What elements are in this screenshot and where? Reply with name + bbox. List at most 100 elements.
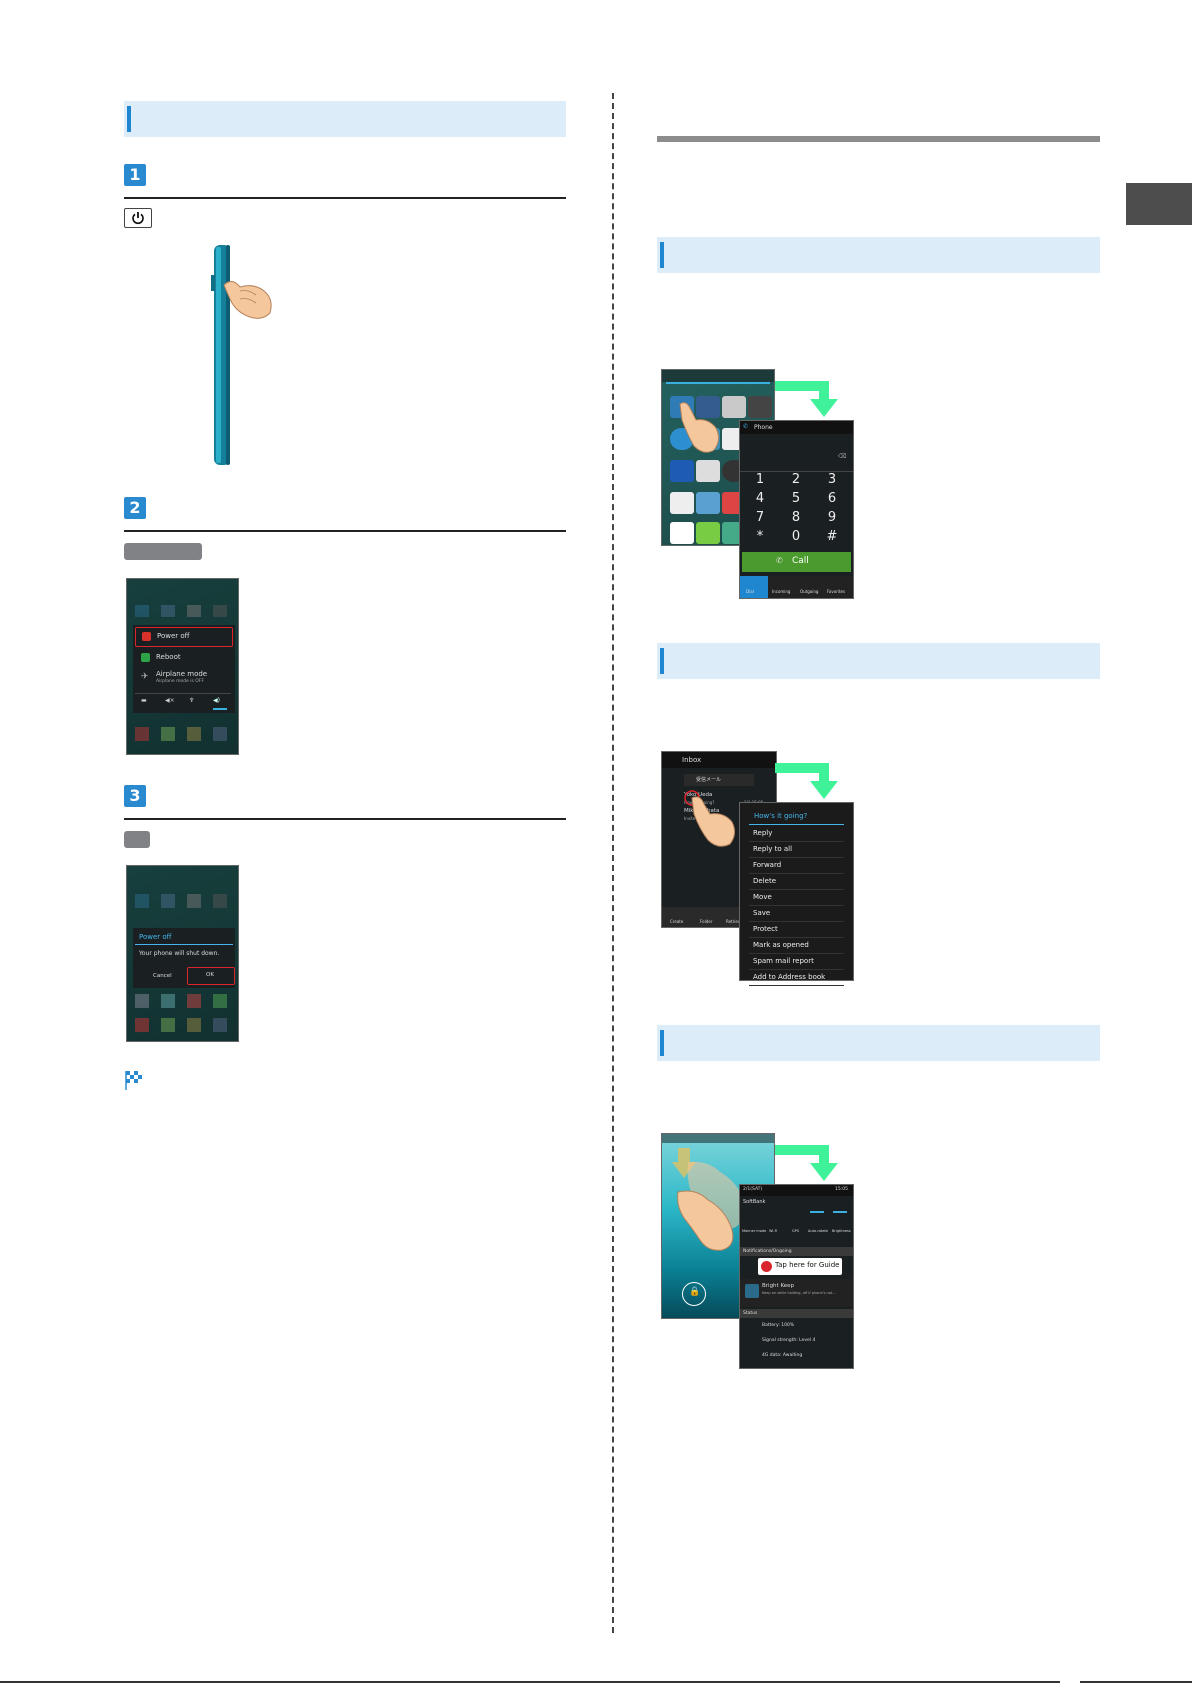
panel-carrier: SoftBank: [743, 1199, 766, 1205]
manner-icon: ♆: [189, 697, 195, 704]
reboot-item: Reboot: [135, 649, 231, 665]
step-2-badge: 2: [124, 497, 146, 519]
section-accent: [127, 106, 131, 132]
key-0: 0: [791, 529, 801, 544]
menu-reply-all: Reply to all: [749, 842, 844, 858]
dialog-ok-label: OK: [206, 972, 214, 978]
toggle-autorotate: Auto-rotate: [808, 1229, 829, 1233]
tab-dial: Dial: [746, 589, 754, 594]
status-signal: Signal strength: Level 4: [762, 1338, 816, 1343]
section-accent: [660, 1030, 664, 1056]
menu-forward: Forward: [749, 858, 844, 874]
key-4: 4: [755, 491, 765, 506]
menu-reply: Reply: [749, 826, 844, 842]
airplane-icon: ✈: [141, 672, 149, 682]
guide-icon: [761, 1261, 772, 1272]
dialog-title: Power off: [139, 933, 172, 941]
vibrate-icon: ▬: [141, 697, 147, 704]
step-1-rule: [124, 197, 566, 199]
inbox-folder: 受信メール: [696, 777, 722, 783]
airplane-label: Airplane mode: [156, 670, 208, 678]
transition-arrow: [775, 381, 829, 391]
inbox-title: Inbox: [682, 756, 702, 764]
power-off-label: Power off: [157, 632, 190, 640]
step-1-badge: 1: [124, 164, 146, 186]
key-5: 5: [791, 491, 801, 506]
key-star: *: [756, 529, 764, 544]
key-7: 7: [755, 510, 765, 525]
power-off-dialog: Power off Your phone will shut down. Can…: [133, 928, 235, 988]
menu-title: How's it going?: [754, 812, 808, 820]
panel-time: 15:05: [835, 1187, 848, 1192]
tap-finger-icon: [679, 402, 720, 453]
phone-title-icon: ✆: [743, 423, 749, 430]
status-header: Status: [743, 1311, 758, 1316]
arrow-head-icon: [810, 399, 838, 417]
step-3-rule: [124, 818, 566, 820]
key-hash: #: [826, 529, 838, 544]
left-section-bar: [124, 101, 566, 137]
right-section-bar-1: [657, 237, 1100, 273]
section-accent: [660, 648, 664, 674]
page-bottom-rule: [0, 1681, 1060, 1683]
tab-favorites: Favorites: [827, 589, 846, 594]
key-2: 2: [791, 472, 801, 487]
reboot-icon: [141, 653, 150, 662]
right-heading-rule: [657, 136, 1100, 142]
sound-on-icon: ◀): [213, 697, 220, 704]
menu-save: Save: [749, 906, 844, 922]
menu-delete: Delete: [749, 874, 844, 890]
inbox-folder-btn: Folder: [700, 919, 713, 924]
call-button: ✆ Call: [742, 552, 851, 572]
tap-finger-icon: [684, 790, 736, 847]
ok-key-text: OK: [132, 836, 142, 843]
chapter-tab: [1126, 183, 1192, 225]
key-9: 9: [827, 510, 837, 525]
transition-arrow: [775, 763, 829, 773]
key-8: 8: [791, 510, 801, 525]
toggle-gps: GPS: [792, 1229, 800, 1233]
power-off-key-label: [124, 543, 202, 560]
section-accent: [660, 242, 664, 268]
call-label: Call: [792, 556, 809, 566]
key-6: 6: [827, 491, 837, 506]
backspace-icon: ⌫: [838, 453, 847, 460]
step-3-badge: 3: [124, 785, 146, 807]
menu-move: Move: [749, 890, 844, 906]
call-icon: ✆: [776, 556, 783, 565]
guide-text: Tap here for Guide: [775, 1261, 840, 1269]
key-1: 1: [755, 472, 765, 487]
tab-incoming: Incoming: [772, 589, 791, 594]
toggle-manner: Manner mode: [742, 1229, 767, 1233]
column-divider: [612, 93, 614, 1633]
menu-spam-report: Spam mail report: [749, 954, 844, 970]
mute-icon: ◀×: [165, 697, 175, 704]
phone-app-screen: ✆ Phone ⌫ 1 2 3 4 5 6 7 8 9 * 0 # ✆ Call…: [739, 420, 854, 599]
dialog-message: Your phone will shut down.: [139, 950, 220, 957]
arrow-head-icon: [810, 1163, 838, 1181]
key-3: 3: [827, 472, 837, 487]
sound-row: ▬ ◀× ♆ ◀): [135, 693, 231, 710]
toggle-brightness: Brightness: [832, 1229, 851, 1233]
status-battery: Battery: 100%: [762, 1323, 795, 1328]
transition-arrow: [775, 1145, 829, 1155]
power-off-icon: [142, 632, 151, 641]
bright-keep-icon: [745, 1284, 759, 1298]
guide-banner: Tap here for Guide: [758, 1258, 842, 1275]
menu-add-address: Add to Address book: [749, 970, 844, 986]
bright-keep-desc: Keep on while holding, off if phone's no…: [762, 1291, 836, 1295]
phone-side-illustration: [210, 243, 280, 468]
dialog-ok: OK: [187, 967, 235, 985]
notification-panel: 2/1(SAT) 15:05 SoftBank Manner mode Wi-F…: [739, 1184, 854, 1369]
tab-outgoing: Outgoing: [800, 589, 819, 594]
step-2-rule: [124, 530, 566, 532]
toggle-wifi: Wi-Fi: [769, 1229, 778, 1233]
finish-flag-icon: [124, 1069, 144, 1095]
power-off-item: Power off: [135, 627, 233, 647]
arrow-head-icon: [810, 781, 838, 799]
power-menu-screen: Power off Reboot ✈ Airplane mode Airplan…: [126, 578, 239, 755]
inbox-create: Create: [670, 919, 684, 924]
menu-protect: Protect: [749, 922, 844, 938]
right-section-bar-2: [657, 643, 1100, 679]
phone-title: Phone: [754, 424, 773, 431]
